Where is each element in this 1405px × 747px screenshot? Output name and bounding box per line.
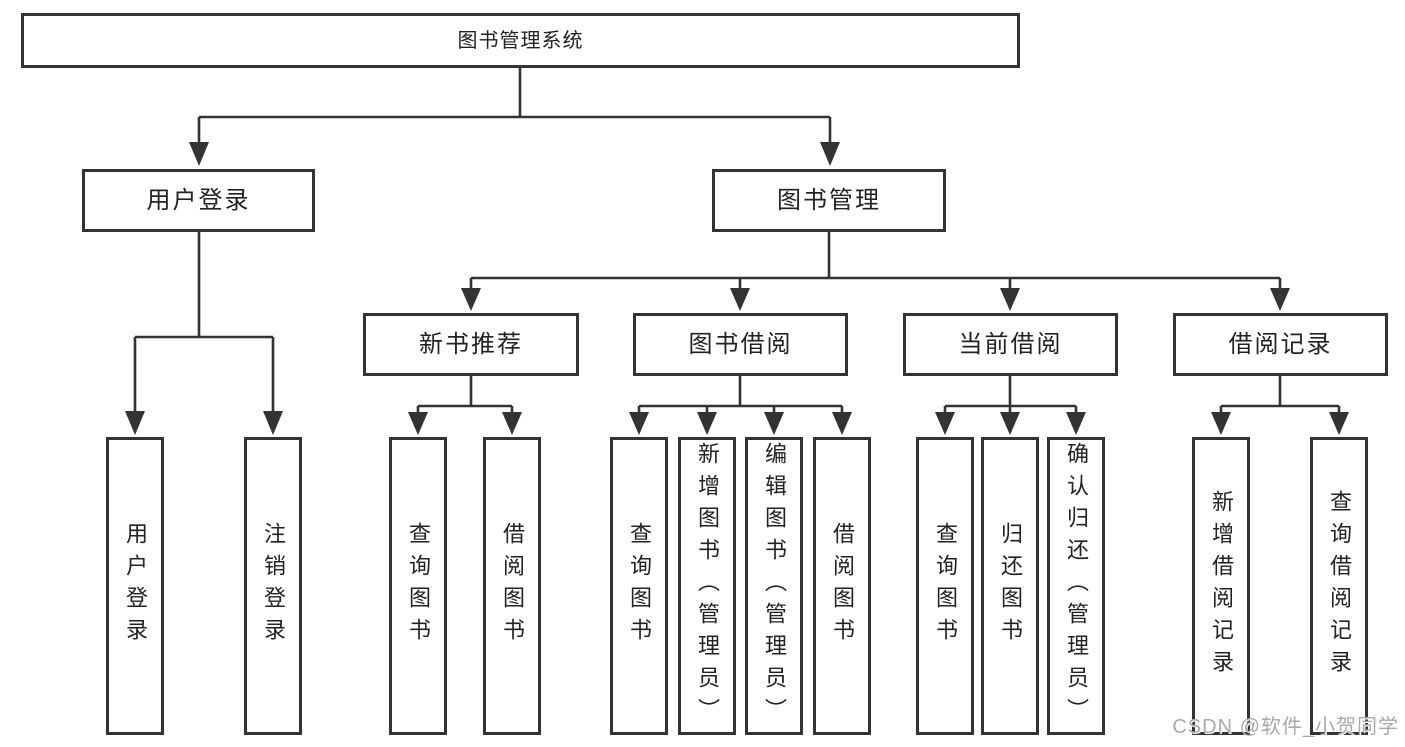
leaf-user-login: 用户登录 [106, 437, 164, 735]
connector-borrow-record-children [1211, 376, 1349, 435]
leaf-query-books-2: 查询图书 [610, 437, 668, 735]
leaf-query-books-1: 查询图书 [389, 437, 447, 735]
node-borrow-record: 借阅记录 [1173, 313, 1388, 376]
leaf-add-book-admin: 新增图书（管理员） [678, 437, 736, 735]
node-current-borrow: 当前借阅 [903, 313, 1118, 376]
leaf-query-books-3: 查询图书 [916, 437, 974, 735]
node-book-borrow: 图书借阅 [633, 313, 848, 376]
connector-user-login-children [125, 232, 283, 435]
leaf-return-books: 归还图书 [981, 437, 1039, 735]
leaf-query-borrow-record: 查询借阅记录 [1310, 437, 1368, 735]
leaf-borrow-books-1: 借阅图书 [483, 437, 541, 735]
node-book-mgmt: 图书管理 [712, 169, 946, 232]
connector-book-borrow-children [629, 376, 852, 435]
node-user-login: 用户登录 [82, 169, 315, 232]
leaf-borrow-books-2: 借阅图书 [813, 437, 871, 735]
node-root: 图书管理系统 [21, 13, 1020, 68]
watermark: CSDN @软件_小贺同学 [1172, 716, 1399, 738]
leaf-edit-book-admin: 编辑图书（管理员） [745, 437, 803, 735]
leaf-add-borrow-record: 新增借阅记录 [1192, 437, 1250, 735]
connector-current-borrow-children [935, 376, 1086, 435]
leaf-logout-login: 注销登录 [244, 437, 302, 735]
leaf-confirm-return-admin: 确认归还（管理员） [1047, 437, 1105, 735]
connector-book-mgmt-children [461, 232, 1290, 311]
connector-new-book-children [408, 376, 522, 435]
connector-root-to-level2 [189, 68, 840, 166]
node-new-book-rec: 新书推荐 [363, 313, 579, 376]
